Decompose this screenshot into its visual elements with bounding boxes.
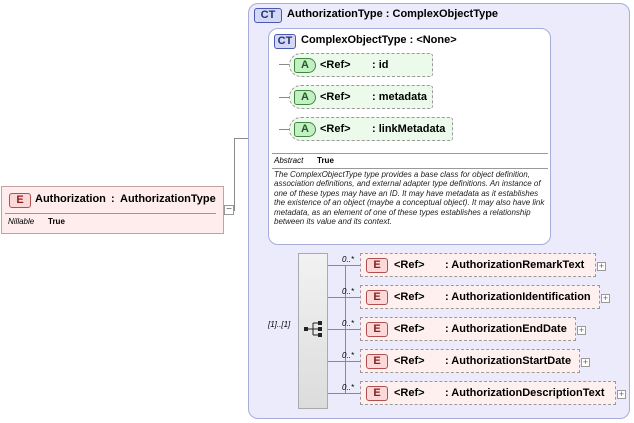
child-name: : AuthorizationEndDate — [445, 323, 567, 335]
attribute-metadata[interactable]: A <Ref> : metadata — [289, 85, 433, 109]
element-badge: E — [9, 193, 31, 208]
connector-junction-top — [234, 138, 258, 139]
attribute-name: : metadata — [372, 91, 428, 103]
documentation-text: The ComplexObjectType type provides a ba… — [274, 170, 545, 227]
attribute-name: : linkMetadata — [372, 123, 446, 135]
documentation-divider — [272, 168, 548, 169]
collapse-symbol: − — [226, 204, 232, 215]
abstract-label: Abstract — [274, 156, 304, 165]
child-ref: <Ref> — [394, 259, 425, 271]
element-badge: E — [366, 290, 388, 305]
child-authorization-start-date[interactable]: E <Ref> : AuthorizationStartDate — [360, 349, 580, 373]
child-name: : AuthorizationDescriptionText — [445, 387, 605, 399]
sequence-icon — [304, 321, 322, 337]
child-authorization-identification[interactable]: E <Ref> : AuthorizationIdentification — [360, 285, 600, 309]
attribute-badge: A — [294, 58, 316, 73]
element-badge: E — [366, 386, 388, 401]
attribute-name: : id — [372, 59, 389, 71]
sequence-cardinality: [1]..[1] — [268, 320, 291, 329]
attr-stub — [279, 97, 289, 98]
child-name: : AuthorizationStartDate — [445, 355, 572, 367]
child-authorization-description-text[interactable]: E <Ref> : AuthorizationDescriptionText — [360, 381, 616, 405]
child-ref: <Ref> — [394, 291, 425, 303]
attribute-ref: <Ref> — [320, 123, 351, 135]
child-authorization-remark-text[interactable]: E <Ref> : AuthorizationRemarkText — [360, 253, 596, 277]
complex-type-badge: CT — [274, 34, 296, 49]
child-stub — [328, 297, 360, 298]
child-ref: <Ref> — [394, 355, 425, 367]
root-element-divider — [5, 213, 216, 214]
child-name: : AuthorizationIdentification — [445, 291, 591, 303]
child-ref: <Ref> — [394, 323, 425, 335]
child-cardinality: 0..* — [342, 351, 355, 360]
root-element-box[interactable]: E Authorization : AuthorizationType Nill… — [1, 186, 224, 234]
expand-button[interactable]: + — [617, 389, 626, 399]
attribute-badge: A — [294, 90, 316, 105]
abstract-divider — [272, 153, 548, 154]
child-cardinality: 0..* — [342, 255, 355, 264]
nillable-label: Nillable — [8, 217, 35, 226]
outer-type-title: AuthorizationType : ComplexObjectType — [287, 8, 499, 20]
nillable-value: True — [48, 217, 65, 226]
expand-button[interactable]: + — [597, 261, 606, 271]
element-badge: E — [366, 354, 388, 369]
complex-type-badge: CT — [254, 8, 282, 23]
attribute-id[interactable]: A <Ref> : id — [289, 53, 433, 77]
child-ref: <Ref> — [394, 387, 425, 399]
attr-stub — [279, 129, 289, 130]
root-element-name: Authorization — [35, 193, 106, 205]
child-cardinality: 0..* — [342, 383, 355, 392]
child-stub — [328, 393, 360, 394]
expand-button[interactable]: + — [601, 293, 610, 303]
abstract-value: True — [317, 156, 334, 165]
attribute-ref: <Ref> — [320, 59, 351, 71]
connector-root-junction — [234, 138, 235, 211]
child-authorization-end-date[interactable]: E <Ref> : AuthorizationEndDate — [360, 317, 576, 341]
expand-button[interactable]: + — [581, 357, 590, 367]
attr-stub — [279, 64, 289, 65]
child-stub — [328, 361, 360, 362]
sequence-compositor[interactable] — [298, 253, 328, 409]
element-badge: E — [366, 322, 388, 337]
child-cardinality: 0..* — [342, 287, 355, 296]
child-name: : AuthorizationRemarkText — [445, 259, 585, 271]
collapse-button[interactable]: − — [224, 205, 234, 215]
child-stub — [328, 265, 360, 266]
child-cardinality: 0..* — [342, 319, 355, 328]
element-badge: E — [366, 258, 388, 273]
attribute-link-metadata[interactable]: A <Ref> : linkMetadata — [289, 117, 453, 141]
expand-button[interactable]: + — [577, 325, 586, 335]
root-element-separator: : — [111, 193, 115, 205]
root-element-type: AuthorizationType — [120, 193, 216, 205]
attribute-badge: A — [294, 122, 316, 137]
inner-type-title: ComplexObjectType : <None> — [301, 34, 457, 46]
child-stub — [328, 329, 360, 330]
attribute-ref: <Ref> — [320, 91, 351, 103]
